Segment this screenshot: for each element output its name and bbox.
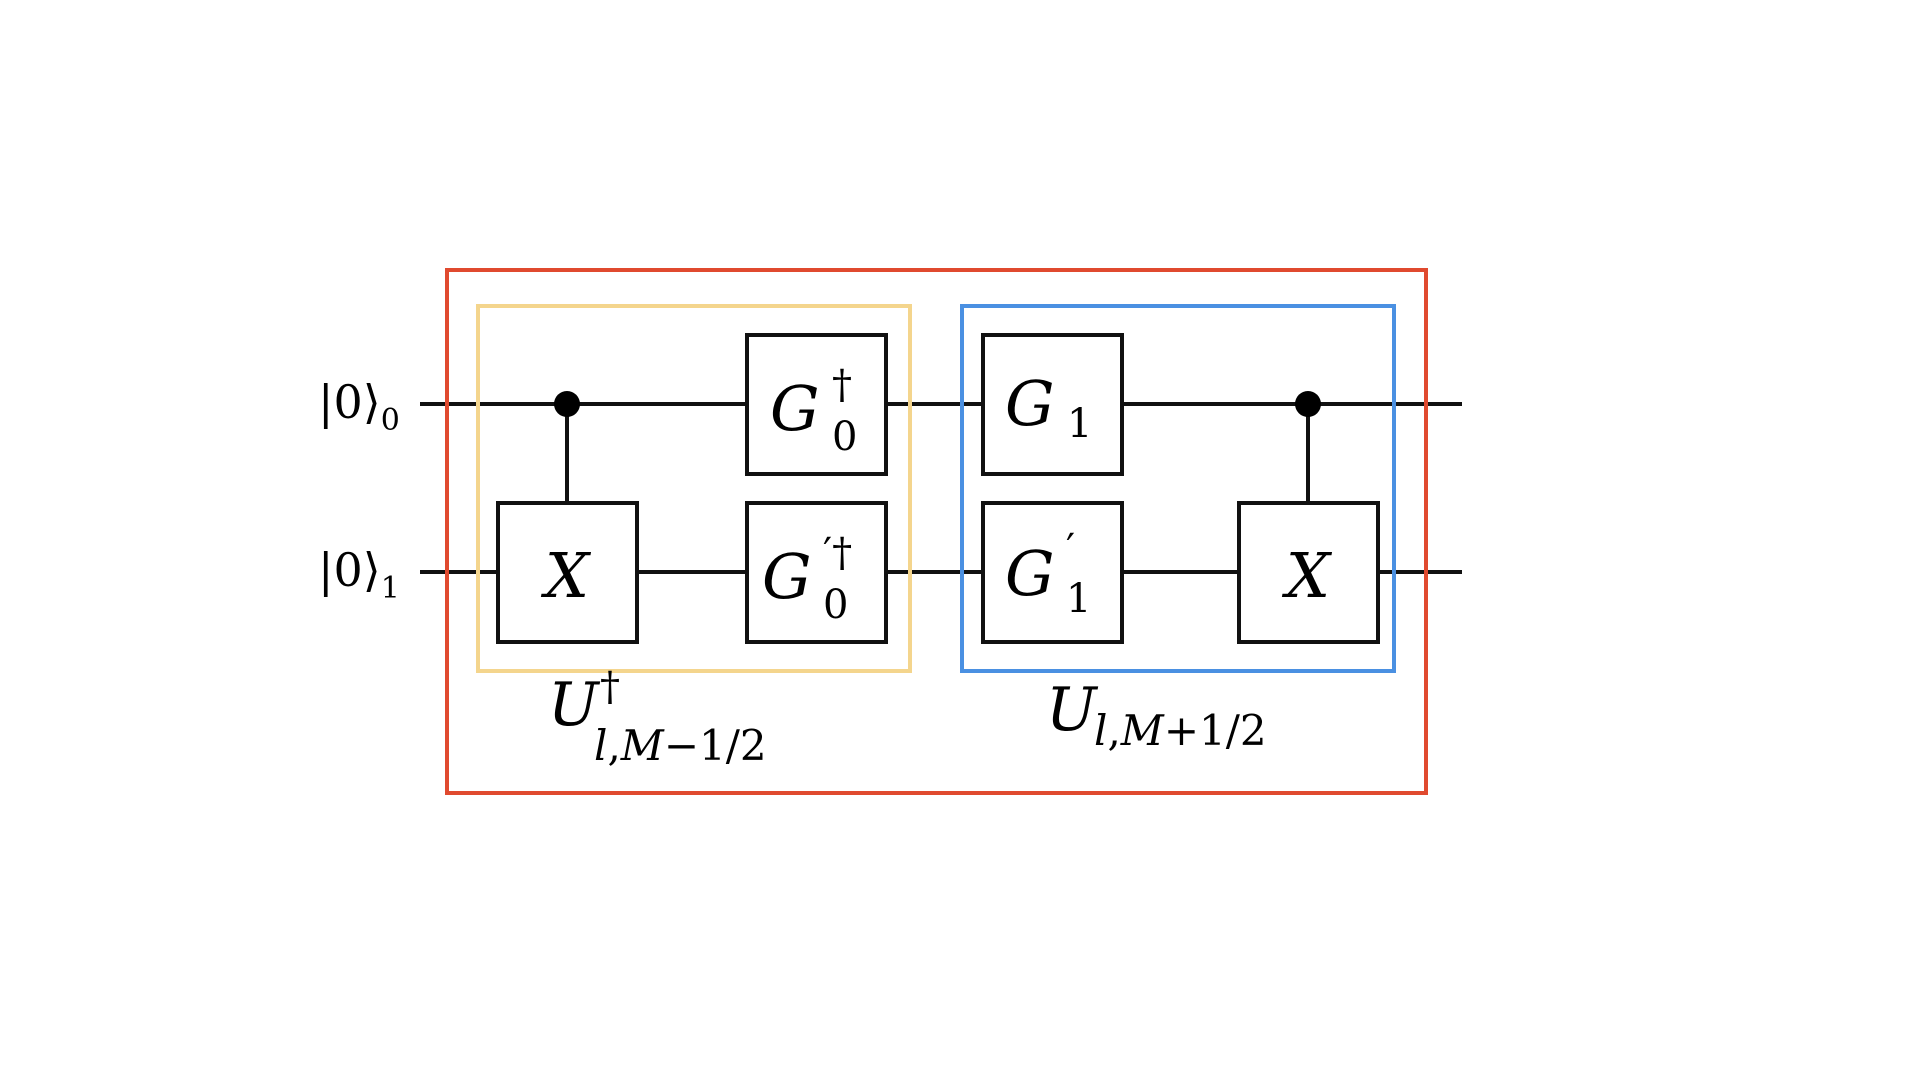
x-gate-left (496, 501, 639, 644)
qubit-0-ket: |0⟩ (318, 375, 381, 429)
gate-g1-prime-sup: ′ (1066, 526, 1075, 572)
qubit-0-index: 0 (381, 403, 400, 438)
gate-g0-prime-dagger-label: G′† 0 (762, 530, 852, 628)
right-block-sub-rest: +1/2 (1164, 706, 1267, 755)
left-block-frame (476, 304, 912, 673)
right-block-frame (960, 304, 1396, 673)
gate-g0-prime-dagger-sup: ′† (823, 530, 852, 576)
gate-g0-dagger-base: G (770, 372, 820, 445)
gate-g0-dagger-sup: † (832, 362, 852, 408)
x-gate-right (1237, 501, 1380, 644)
gate-g1-sub: 1 (1067, 401, 1092, 447)
x-gate-right-label: X (1282, 539, 1333, 612)
cnot-left-control-dot (554, 391, 580, 417)
gate-g0-dagger (745, 333, 888, 476)
left-block-sub-comma: , (607, 721, 620, 770)
left-block-sub-m: M (620, 721, 665, 770)
gate-g1-prime (981, 501, 1124, 644)
outer-block-frame (445, 268, 1428, 795)
gate-g0-dagger-label: G † 0 (770, 362, 857, 460)
gate-g0-prime-dagger (745, 501, 888, 644)
qubit-1-index: 1 (381, 571, 400, 606)
qubit-1-ket: |0⟩ (318, 543, 381, 597)
gate-g0-prime-dagger-sub: 0 (823, 582, 848, 628)
gate-g1-prime-base: G (1005, 537, 1055, 610)
gate-g0-dagger-sub: 0 (832, 414, 857, 460)
right-block-sub-comma: , (1107, 706, 1120, 755)
x-gate-left-label: X (541, 539, 592, 612)
gate-g0-prime-dagger-base: G (762, 540, 812, 613)
right-block-sub-l: l (1094, 706, 1107, 755)
gate-g1-base: G (1005, 367, 1055, 440)
right-block-base: U (1046, 675, 1099, 745)
cnot-right-control-dot (1295, 391, 1321, 417)
left-block-label: U† l,M−1/2 (548, 664, 767, 770)
gate-g1-prime-sub: 1 (1066, 576, 1091, 622)
left-block-sub-rest: −1/2 (664, 721, 767, 770)
left-block-sup: † (600, 664, 620, 710)
left-block-base: U (548, 670, 601, 740)
qubit-0-label: |0⟩0 (318, 375, 400, 438)
qubit-1-label: |0⟩1 (318, 543, 400, 606)
gate-g1 (981, 333, 1124, 476)
right-block-label: Ul,M+1/2 (1046, 675, 1267, 755)
right-block-sub-m: M (1120, 706, 1165, 755)
gate-g1-prime-label: G′1 (1005, 526, 1091, 622)
left-block-sub-l: l (594, 721, 607, 770)
